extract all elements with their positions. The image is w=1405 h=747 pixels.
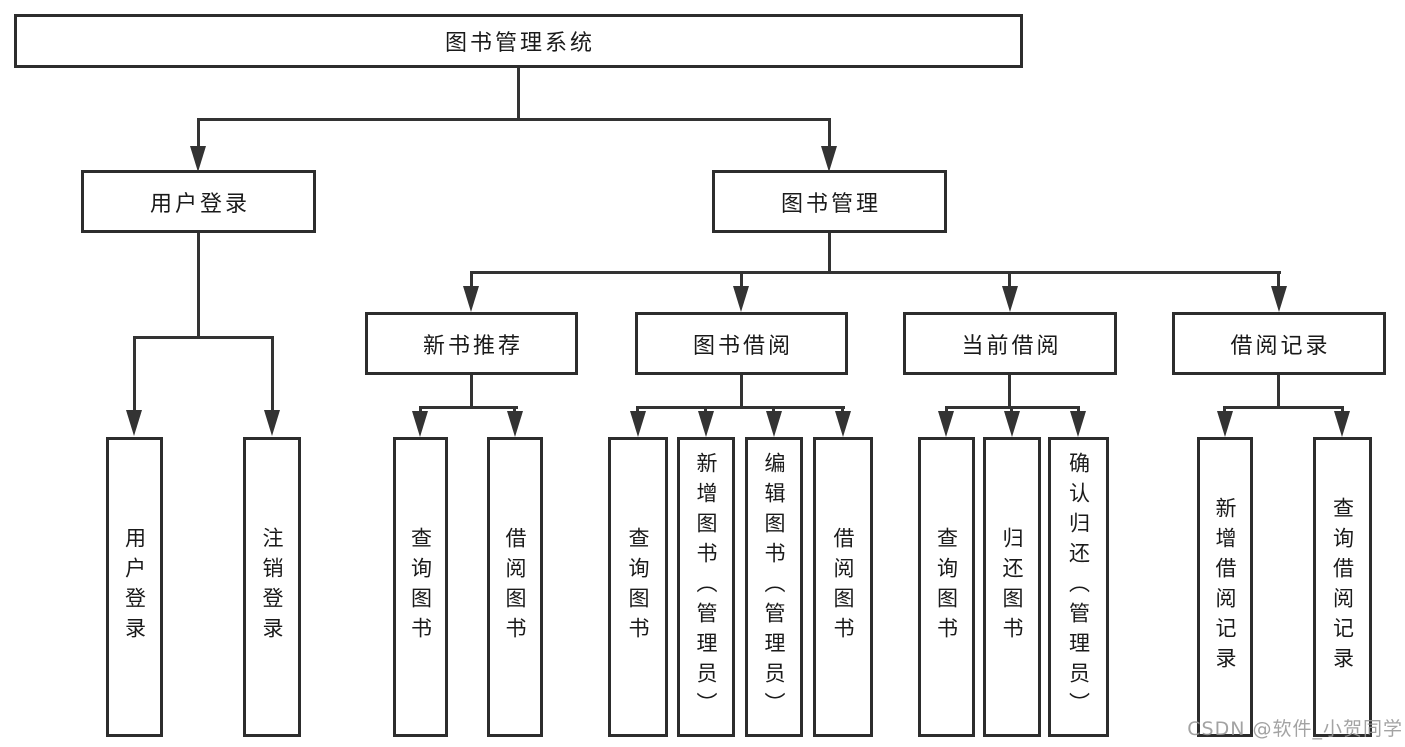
- arrowhead-down-icon: [698, 411, 714, 437]
- connector-sectionD-rail: [1223, 406, 1344, 409]
- arrowhead-down-icon: [507, 411, 523, 437]
- leaf-return-books: 归还图书: [983, 437, 1041, 737]
- arrowhead-down-icon: [126, 410, 142, 436]
- leaf-query-books-borrowing: 查询图书: [608, 437, 668, 737]
- leaf-add-books-admin: 新增图书（管理员）: [677, 437, 735, 737]
- connector-drop-borrowing-records: [1277, 271, 1280, 289]
- leaf-query-borrow-record: 查询借阅记录: [1313, 437, 1372, 737]
- arrowhead-down-icon: [190, 146, 206, 172]
- leaf-query-books-current: 查询图书: [918, 437, 975, 737]
- node-new-book-recommend: 新书推荐: [365, 312, 578, 375]
- arrowhead-down-icon: [1002, 286, 1018, 312]
- connector-drop-book-borrowing: [740, 271, 743, 289]
- connector-userlogin-stem: [197, 233, 200, 336]
- connector-root-stem: [517, 68, 520, 118]
- connector-sectionB-rail: [636, 406, 845, 409]
- node-book-borrowing: 图书借阅: [635, 312, 848, 375]
- node-current-borrowing: 当前借阅: [903, 312, 1117, 375]
- node-borrowing-records: 借阅记录: [1172, 312, 1386, 375]
- arrowhead-down-icon: [938, 411, 954, 437]
- leaf-edit-books-admin: 编辑图书（管理员）: [745, 437, 803, 737]
- connector-drop-leaf-logout: [271, 336, 274, 412]
- arrowhead-down-icon: [1271, 286, 1287, 312]
- connector-drop-new-book: [470, 271, 473, 289]
- leaf-logout: 注销登录: [243, 437, 301, 737]
- arrowhead-down-icon: [766, 411, 782, 437]
- arrowhead-down-icon: [821, 146, 837, 172]
- connector-bookmgmt-rail: [470, 271, 1281, 274]
- connector-drop-current-borrowing: [1008, 271, 1011, 289]
- arrowhead-down-icon: [1334, 411, 1350, 437]
- leaf-borrow-books-borrowing: 借阅图书: [813, 437, 873, 737]
- connector-userlogin-rail: [133, 336, 274, 339]
- csdn-watermark: CSDN @软件_小贺同学: [1187, 718, 1403, 740]
- leaf-borrow-books-recommend: 借阅图书: [487, 437, 543, 737]
- leaf-add-borrow-record: 新增借阅记录: [1197, 437, 1253, 737]
- connector-bookmgmt-stem: [828, 233, 831, 271]
- leaf-query-books-recommend: 查询图书: [393, 437, 448, 737]
- connector-sectionA-rail: [419, 406, 518, 409]
- node-book-management: 图书管理: [712, 170, 947, 233]
- connector-drop-book-management: [828, 118, 831, 150]
- connector-sectionC-stem: [1008, 375, 1011, 406]
- connector-drop-leaf-user-login: [133, 336, 136, 412]
- connector-drop-user-login: [197, 118, 200, 150]
- arrowhead-down-icon: [1070, 411, 1086, 437]
- arrowhead-down-icon: [835, 411, 851, 437]
- arrowhead-down-icon: [1004, 411, 1020, 437]
- connector-sectionB-stem: [740, 375, 743, 406]
- connector-root-rail: [197, 118, 831, 121]
- arrowhead-down-icon: [1217, 411, 1233, 437]
- arrowhead-down-icon: [733, 286, 749, 312]
- connector-sectionD-stem: [1277, 375, 1280, 406]
- node-user-login: 用户登录: [81, 170, 316, 233]
- arrowhead-down-icon: [412, 411, 428, 437]
- arrowhead-down-icon: [264, 410, 280, 436]
- leaf-user-login: 用户登录: [106, 437, 163, 737]
- connector-sectionA-stem: [470, 375, 473, 406]
- node-root: 图书管理系统: [14, 14, 1023, 68]
- arrowhead-down-icon: [463, 286, 479, 312]
- arrowhead-down-icon: [630, 411, 646, 437]
- leaf-confirm-return-admin: 确认归还（管理员）: [1048, 437, 1109, 737]
